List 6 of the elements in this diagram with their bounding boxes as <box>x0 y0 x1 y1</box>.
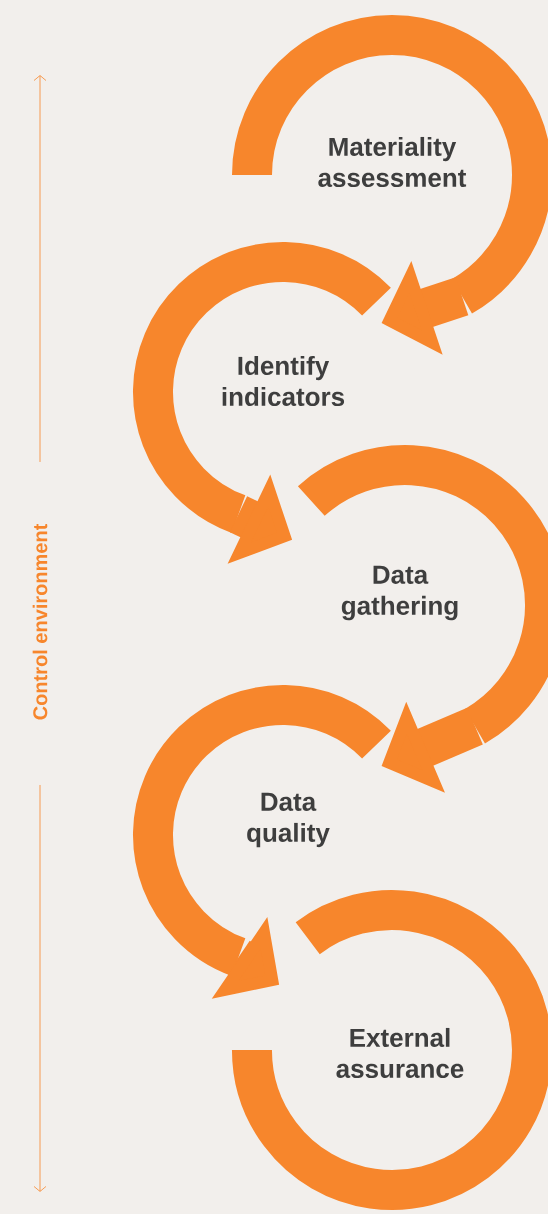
arc-step: Materiality assessment <box>232 15 548 314</box>
side-label: Control environment <box>32 523 48 720</box>
arc-step: External assurance <box>231 890 548 1210</box>
arc-step: Data quality <box>133 685 390 976</box>
arc-step: Identify indicators <box>133 242 390 533</box>
arc-step: Data gathering <box>298 445 548 744</box>
